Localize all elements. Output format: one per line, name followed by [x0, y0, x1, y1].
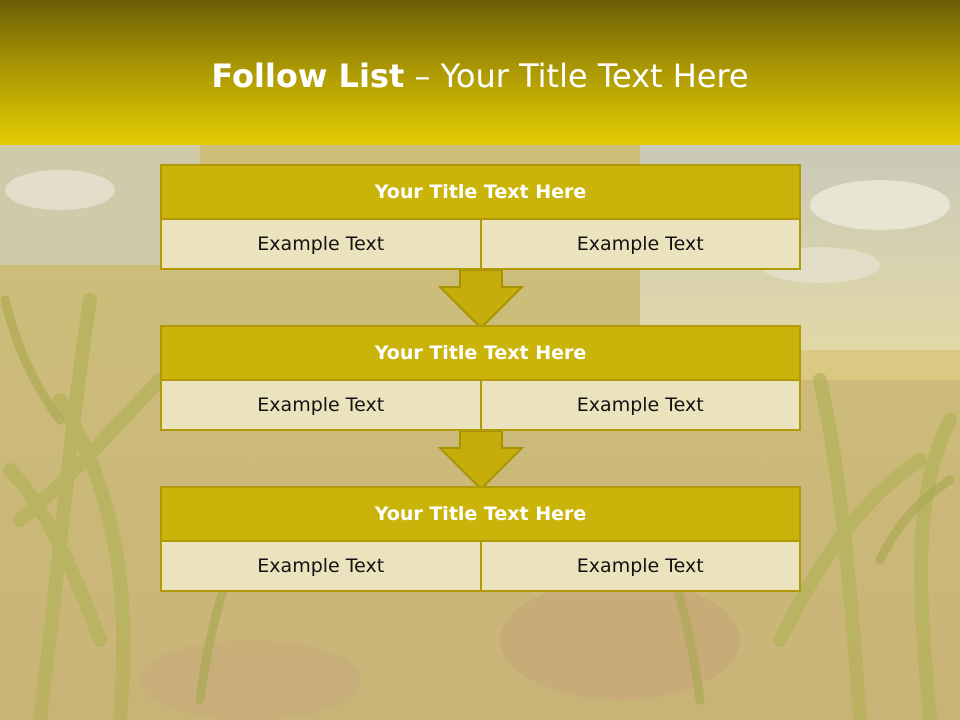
list-block-2: Your Title Text Here Example Text Exampl… [160, 325, 801, 431]
list-block-3: Your Title Text Here Example Text Exampl… [160, 486, 801, 592]
list-block-left-text: Example Text [160, 220, 482, 270]
list-block-left-text: Example Text [160, 381, 482, 431]
list-block-title: Your Title Text Here [160, 325, 801, 381]
list-block-right-text: Example Text [481, 542, 801, 592]
slide-title-rest: – Your Title Text Here [404, 57, 749, 95]
slide-title: Follow List – Your Title Text Here [0, 52, 960, 100]
list-block-title: Your Title Text Here [160, 486, 801, 542]
list-block-1: Your Title Text Here Example Text Exampl… [160, 164, 801, 270]
down-arrow-icon [438, 431, 524, 491]
slide-title-bold: Follow List [211, 57, 405, 95]
list-block-left-text: Example Text [160, 542, 482, 592]
list-block-title: Your Title Text Here [160, 164, 801, 220]
down-arrow-icon [438, 270, 524, 330]
list-block-right-text: Example Text [481, 381, 801, 431]
list-block-right-text: Example Text [481, 220, 801, 270]
slide-header: Follow List – Your Title Text Here [0, 0, 960, 145]
